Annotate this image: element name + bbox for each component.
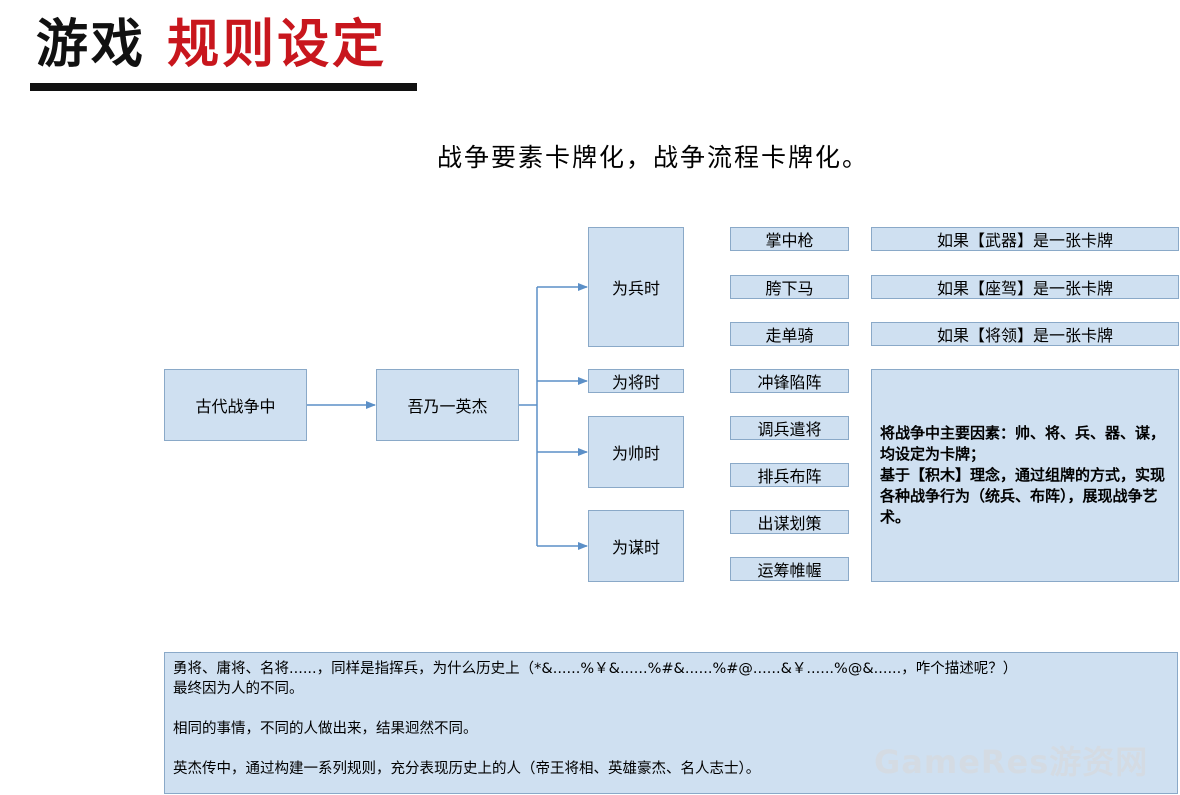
card-note-weapon: 如果【武器】是一张卡牌 [871,227,1179,251]
action-dispatch-troops: 调兵遣将 [730,416,849,440]
action-ride-alone: 走单骑 [730,322,849,346]
title-underline [30,83,417,91]
watermark: GameRes游资网 [874,743,1149,781]
card-note-general: 如果【将领】是一张卡牌 [871,322,1179,346]
node-role-commander: 为帅时 [588,416,684,488]
summary-line-1: 将战争中主要因素：帅、将、兵、器、谋，均设定为卡牌； [880,424,1166,463]
note-line-4: 英杰传中，通过构建一系列规则，充分表现历史上的人（帝王将相、英雄豪杰、名人志士）… [173,761,761,777]
action-spear: 掌中枪 [730,227,849,251]
note-line-3: 相同的事情，不同的人做出来，结果迥然不同。 [173,721,478,737]
subtitle: 战争要素卡牌化，战争流程卡牌化。 [437,143,870,172]
node-hero: 吾乃一英杰 [376,369,519,441]
card-note-mount: 如果【座驾】是一张卡牌 [871,275,1179,299]
action-devise-strategy: 运筹帷幄 [730,557,849,581]
note-line-1: 勇将、庸将、名将......，同样是指挥兵，为什么历史上（*&......%￥&… [173,661,1018,677]
action-formation: 排兵布阵 [730,463,849,487]
summary-line-2: 基于【积木】理念，通过组牌的方式，实现各种战争行为（统兵、布阵），展现战争艺术。 [880,466,1166,526]
title-part-rules: 规则设定 [167,15,388,75]
action-horse: 胯下马 [730,275,849,299]
node-role-soldier: 为兵时 [588,227,684,347]
action-plan-strategy: 出谋划策 [730,510,849,534]
node-ancient-war: 古代战争中 [164,369,307,441]
node-role-strategist: 为谋时 [588,510,684,582]
summary-box: 将战争中主要因素：帅、将、兵、器、谋，均设定为卡牌； 基于【积木】理念，通过组牌… [871,369,1179,582]
node-role-general: 为将时 [588,369,684,393]
title-part-game: 游戏 [36,15,147,75]
page-title: 游戏 规则设定 [36,14,387,76]
note-line-2: 最终因为人的不同。 [173,681,304,697]
action-charge: 冲锋陷阵 [730,369,849,393]
note-box: 勇将、庸将、名将......，同样是指挥兵，为什么历史上（*&......%￥&… [164,652,1178,794]
